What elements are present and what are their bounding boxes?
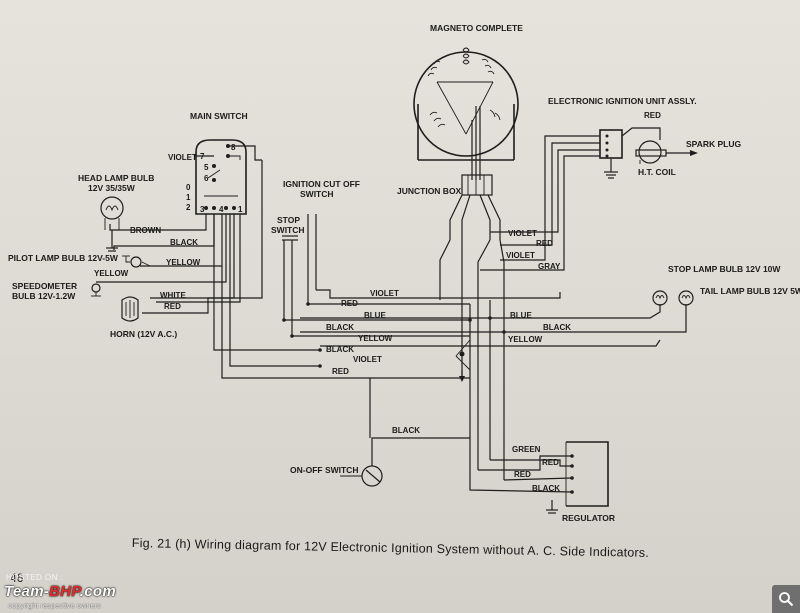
wire-red-coil: RED	[644, 111, 661, 120]
ht-coil	[635, 140, 698, 164]
mid-bus	[282, 300, 687, 480]
wire-brown: BROWN	[130, 226, 161, 235]
wire-violet-jb-2: VIOLET	[506, 251, 535, 260]
terminal-5: 5	[204, 163, 209, 172]
label-stop-switch-2: SWITCH	[271, 225, 305, 235]
watermark-logo-c: .com	[79, 583, 116, 600]
pilot-lamp	[122, 255, 151, 268]
label-speedo-1: SPEEDOMETER	[12, 281, 77, 291]
label-ign-cutoff-1: IGNITION CUT OFF	[283, 179, 360, 189]
switch-pos-0: 0	[186, 183, 191, 192]
horn	[121, 296, 139, 322]
terminal-1: 1	[238, 205, 243, 214]
watermark-hosted: HOSTED ON :	[6, 573, 64, 582]
wire-yellow-mid: YELLOW	[358, 334, 393, 343]
zoom-button[interactable]	[772, 585, 800, 613]
wire-black-right: BLACK	[543, 323, 571, 332]
tail-lamp	[678, 290, 694, 306]
label-junction-box: JUNCTION BOX	[397, 186, 462, 196]
label-stop-lamp: STOP LAMP BULB 12V 10W	[668, 264, 781, 274]
switch-pos-2: 2	[186, 203, 191, 212]
magnifier-icon	[779, 592, 794, 607]
label-magneto: MAGNETO COMPLETE	[430, 23, 523, 33]
terminal-3: 3	[200, 205, 205, 214]
wire-yellow-right: YELLOW	[508, 335, 543, 344]
wire-white-horn: WHITE	[160, 291, 186, 300]
wire-red-jb: RED	[536, 239, 553, 248]
label-speedo-2: BULB 12V-1.2W	[12, 291, 76, 301]
stop-switch	[282, 235, 470, 337]
wire-black-on-off: BLACK	[392, 426, 420, 435]
ignition-cutoff-switch	[307, 214, 561, 305]
wire-blue-mid: BLUE	[364, 311, 386, 320]
main-switch-wires	[96, 155, 470, 379]
watermark-copyright: copyright respective owners	[8, 601, 101, 610]
terminal-4: 4	[219, 205, 224, 214]
watermark-logo-b: BHP	[49, 583, 80, 600]
label-stop-switch-1: STOP	[277, 215, 300, 225]
wire-violet-lower: VIOLET	[353, 355, 382, 364]
label-ignition-unit: ELECTRONIC IGNITION UNIT ASSLY.	[548, 96, 697, 106]
wire-red-lower: RED	[332, 367, 349, 376]
stop-lamp	[652, 290, 668, 306]
terminal-6: 6	[204, 174, 209, 183]
watermark-logo-a: Team-	[4, 583, 50, 600]
label-head-lamp-1: HEAD LAMP BULB	[78, 173, 154, 183]
on-off-switch	[340, 378, 470, 487]
speedo-bulb	[91, 283, 101, 297]
label-on-off-switch: ON-OFF SWITCH	[290, 465, 358, 475]
watermark-logo: Team-BHP.com	[4, 583, 116, 600]
magneto	[413, 47, 519, 180]
wire-black-lower: BLACK	[326, 345, 354, 354]
wire-black-headlamp: BLACK	[170, 238, 198, 247]
label-spark-plug: SPARK PLUG	[686, 139, 741, 149]
wire-blue-right: BLUE	[510, 311, 532, 320]
wire-yellow-speedo: YELLOW	[94, 269, 129, 278]
label-main-switch: MAIN SWITCH	[190, 111, 248, 121]
wire-black-regulator: BLACK	[532, 484, 560, 493]
wire-black-mid: BLACK	[326, 323, 354, 332]
wire-gray-jb: GRAY	[538, 262, 561, 271]
terminal-7: 7	[200, 152, 205, 161]
main-switch	[195, 139, 262, 215]
label-horn: HORN (12V A.C.)	[110, 329, 177, 339]
switch-pos-1: 1	[186, 193, 191, 202]
junction-box	[439, 174, 505, 300]
terminal-8: 8	[231, 143, 236, 152]
wire-red-regulator-1: RED	[542, 458, 559, 467]
head-lamp	[100, 196, 124, 252]
wire-violet-jb: VIOLET	[508, 229, 537, 238]
wire-violet-main-switch: VIOLET	[168, 153, 197, 162]
wire-red-mid: RED	[341, 299, 358, 308]
label-ht-coil: H.T. COIL	[638, 167, 676, 177]
label-pilot-lamp: PILOT LAMP BULB 12V-5W	[8, 253, 119, 263]
label-regulator: REGULATOR	[562, 513, 615, 523]
regulator	[469, 440, 609, 514]
wire-red-horn: RED	[164, 302, 181, 311]
wire-red-regulator-2: RED	[514, 470, 531, 479]
wire-violet-mid: VIOLET	[370, 289, 399, 298]
label-head-lamp-2: 12V 35/35W	[88, 183, 136, 193]
page-number: 46	[10, 571, 24, 585]
ignition-unit	[480, 127, 661, 271]
label-tail-lamp: TAIL LAMP BULB 12V 5W	[700, 286, 800, 296]
wire-yellow-pilot: YELLOW	[166, 258, 201, 267]
label-ign-cutoff-2: SWITCH	[300, 189, 334, 199]
wire-green-regulator: GREEN	[512, 445, 541, 454]
